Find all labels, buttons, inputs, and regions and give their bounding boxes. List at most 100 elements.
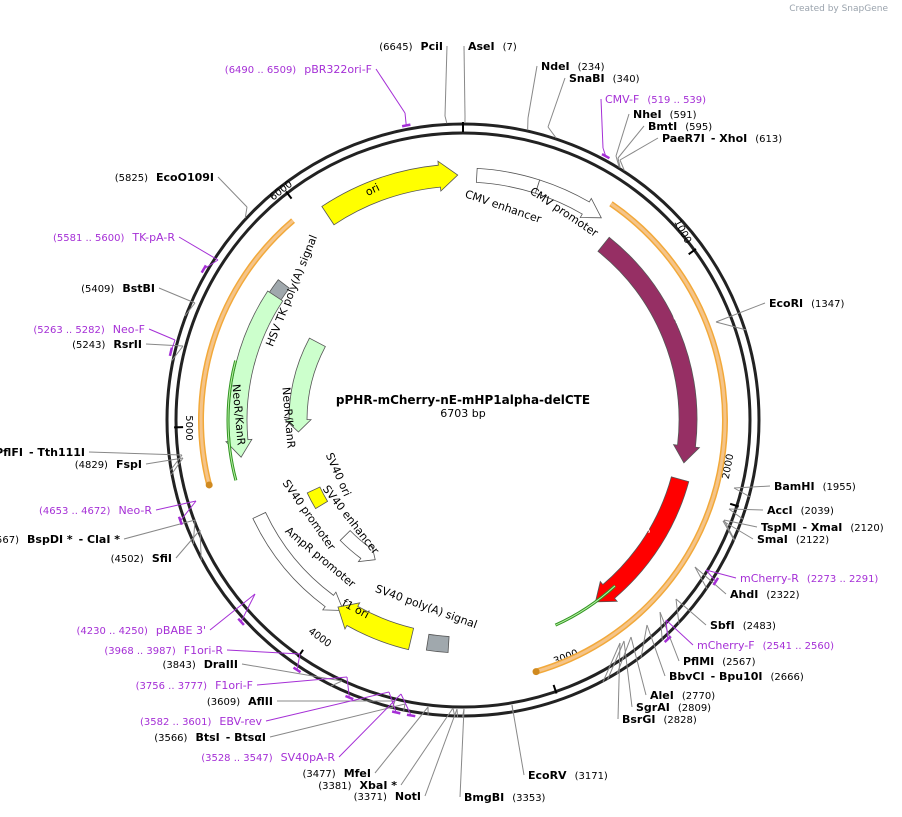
primer-leader bbox=[404, 112, 407, 126]
mcherry-primer-track-hl bbox=[555, 585, 616, 626]
svg-text:(4829)FspI: (4829)FspI bbox=[75, 458, 142, 471]
site-paer7i: PaeR7I- XhoI(613) bbox=[662, 132, 782, 145]
orf-tracks bbox=[198, 201, 728, 676]
site-leader bbox=[602, 642, 621, 683]
svg-text:SgrAI(2809): SgrAI(2809) bbox=[636, 701, 711, 714]
site-pcii: (6645)PciI bbox=[379, 40, 443, 53]
site-leader bbox=[459, 708, 465, 798]
ruler-label: 4000 bbox=[306, 626, 333, 650]
site-leader bbox=[615, 113, 630, 157]
svg-text:PaeR7I- XhoI(613): PaeR7I- XhoI(613) bbox=[662, 132, 782, 145]
primer-mark bbox=[292, 666, 302, 674]
site-leader bbox=[145, 343, 184, 347]
site-sbfi: SbfI(2483) bbox=[710, 619, 776, 632]
site-leader bbox=[646, 624, 666, 677]
site-xbai: (3381)XbaI * bbox=[318, 779, 397, 792]
svg-text:(3371)NotI: (3371)NotI bbox=[354, 790, 421, 803]
primer-mark bbox=[401, 123, 411, 128]
svg-text:SmaI(2122): SmaI(2122) bbox=[757, 533, 829, 546]
primer-f1ori-f: (3756 .. 3777)F1ori-F bbox=[136, 679, 253, 692]
site-leader bbox=[715, 302, 766, 323]
site-leader-lines bbox=[88, 45, 771, 798]
neor-inner-arrow bbox=[283, 337, 326, 433]
site-leader bbox=[617, 125, 645, 159]
primer-mark bbox=[200, 264, 208, 274]
site-leader bbox=[607, 640, 625, 680]
mcherry-primer-track bbox=[554, 584, 617, 627]
site-leader bbox=[170, 457, 184, 476]
svg-text:TspMI- XmaI(2120): TspMI- XmaI(2120) bbox=[761, 521, 884, 534]
svg-text:mCherry-R(2273 .. 2291): mCherry-R(2273 .. 2291) bbox=[740, 572, 878, 585]
primer-leader bbox=[346, 676, 350, 698]
primer-mark bbox=[237, 617, 245, 626]
site-leader bbox=[169, 454, 183, 471]
site-leader bbox=[547, 77, 566, 128]
site-leader bbox=[623, 640, 633, 708]
site-leader bbox=[175, 529, 201, 559]
primer-leader bbox=[148, 328, 176, 341]
cry2phr-arrow bbox=[597, 236, 701, 464]
site-nhei: NheI(591) bbox=[633, 108, 697, 121]
site-ndei: NdeI(234) bbox=[541, 60, 605, 73]
svg-text:(4502)SfiI: (4502)SfiI bbox=[111, 552, 172, 565]
svg-text:(3477)MfeI: (3477)MfeI bbox=[302, 767, 371, 780]
svg-text:PflMI(2567): PflMI(2567) bbox=[683, 655, 756, 668]
primer-leader bbox=[665, 619, 669, 640]
ruler-tick bbox=[297, 649, 304, 658]
primer-pbr322ori-f: (6490 .. 6509)pBR322ori-F bbox=[225, 63, 372, 76]
site-smai: SmaI(2122) bbox=[757, 533, 829, 546]
site-leader bbox=[723, 519, 736, 541]
site-leader bbox=[615, 155, 620, 168]
primer-leader bbox=[338, 693, 402, 758]
orf-neo-fill bbox=[199, 219, 295, 486]
site-leader bbox=[619, 137, 659, 161]
backbone-inner-ring bbox=[174, 131, 752, 709]
primer-leader bbox=[296, 653, 301, 670]
site-ecori: EcoRI(1347) bbox=[769, 297, 845, 310]
ori-label: ori bbox=[363, 181, 382, 199]
site-leader bbox=[444, 115, 448, 124]
primer-leader bbox=[705, 569, 717, 582]
snapgene-credit: Created by SnapGene bbox=[789, 4, 888, 14]
primer-leader bbox=[203, 259, 219, 270]
site-leader bbox=[511, 704, 525, 776]
svg-text:(3582 .. 3601)EBV-rev: (3582 .. 3601)EBV-rev bbox=[140, 715, 262, 728]
svg-text:(6490 .. 6509)pBR322ori-F: (6490 .. 6509)pBR322ori-F bbox=[225, 63, 372, 76]
site-leader bbox=[640, 624, 648, 658]
site-leader bbox=[547, 126, 557, 139]
site-leader bbox=[617, 642, 621, 720]
primer-sv40pa-r: (3528 .. 3547)SV40pA-R bbox=[201, 751, 335, 764]
primer-leader bbox=[155, 500, 197, 511]
site-bstbi: (5409)BstBI bbox=[81, 282, 155, 295]
svg-text:SnaBI(340): SnaBI(340) bbox=[569, 72, 640, 85]
primer-leader bbox=[665, 619, 694, 646]
site-leader bbox=[723, 519, 758, 528]
site-btsi: (3566)BtsI- BtsαI bbox=[154, 731, 266, 744]
site-leader bbox=[527, 65, 538, 119]
site-leader bbox=[722, 520, 735, 541]
primer-mark bbox=[344, 694, 354, 701]
primer-mark bbox=[391, 710, 401, 715]
backbone-outer-ring bbox=[165, 122, 761, 718]
site-leader bbox=[145, 457, 184, 465]
svg-text:BamHI(1955): BamHI(1955) bbox=[774, 480, 856, 493]
site-leader bbox=[733, 487, 751, 498]
primer-mark bbox=[168, 347, 174, 357]
f1-ori-arrow bbox=[337, 602, 415, 651]
site-bmgbi: BmgBI(3353) bbox=[464, 791, 546, 804]
svg-text:(3609)AflII: (3609)AflII bbox=[207, 695, 273, 708]
svg-text:(3528 .. 3547)SV40pA-R: (3528 .. 3547)SV40pA-R bbox=[201, 751, 335, 764]
site-sfii: (4502)SfiI bbox=[111, 552, 172, 565]
primer-leader bbox=[265, 691, 390, 722]
site-noti: (3371)NotI bbox=[354, 790, 421, 803]
site-leader bbox=[463, 45, 466, 117]
site-leader bbox=[659, 611, 663, 641]
svg-text:(4230 .. 4250)pBABE 3': (4230 .. 4250)pBABE 3' bbox=[77, 624, 207, 637]
primer-mark bbox=[406, 713, 416, 718]
site-alei: AleI(2770) bbox=[650, 689, 715, 702]
svg-text:(5409)BstBI: (5409)BstBI bbox=[81, 282, 155, 295]
site-aflii: (3609)AflII bbox=[207, 695, 273, 708]
ori-arrow bbox=[321, 160, 459, 226]
